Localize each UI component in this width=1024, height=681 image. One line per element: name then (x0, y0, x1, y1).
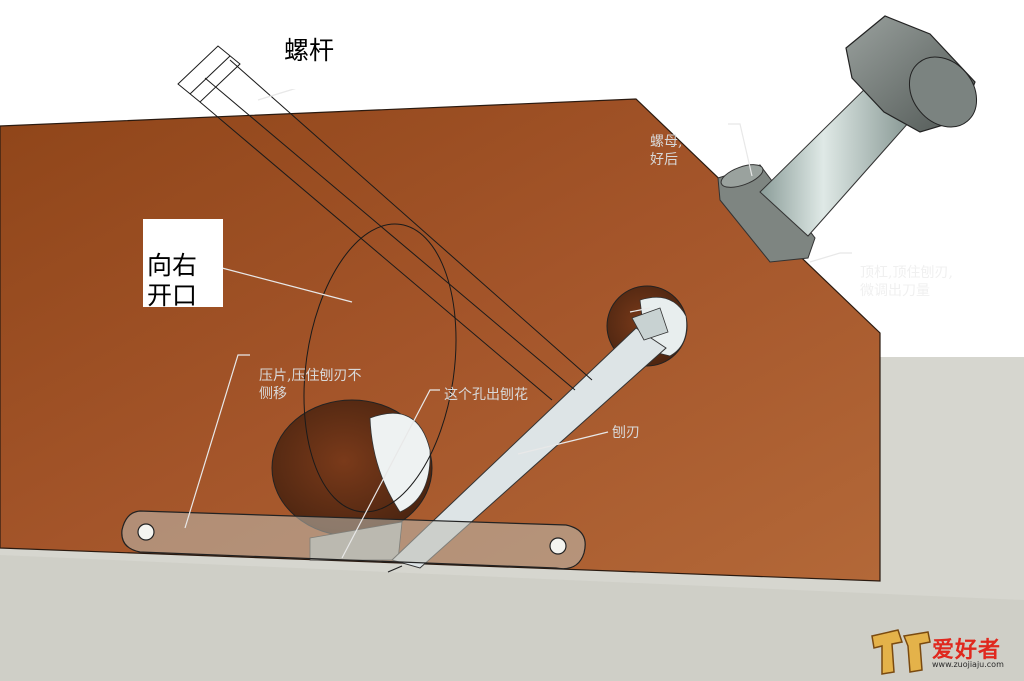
plane-blade (387, 307, 669, 573)
leader-lines (184, 83, 852, 559)
logo-site: www.zuojiaju.com (932, 660, 1004, 669)
watermark-logo: 爱好者 www.zuojiaju.com (868, 622, 1018, 676)
hole-annotation: 这个孔出刨花 (444, 387, 528, 403)
screw-rod-wireframe (177, 45, 593, 401)
logo-text: 爱好者 (932, 638, 1002, 663)
blade-annotation: 刨刃 (612, 425, 640, 441)
open-right-text: 向右 开口 (147, 251, 198, 310)
adjust-nut (717, 164, 816, 263)
logo-mark (871, 629, 931, 675)
screw-rod-text: 螺杆 (284, 36, 335, 65)
ground-shadow (0, 555, 1024, 681)
open-right-label: 向右 开口 (143, 219, 223, 310)
nut-annotation: 螺母, 好后 (650, 134, 683, 168)
press-plate-annotation: 压片,压住刨刃不 侧移 (259, 368, 362, 402)
top-bar-annotation: 顶杠,顶住刨刃, 微调出刀量 (860, 265, 953, 299)
screw-rod-label: 螺杆 (282, 29, 361, 89)
top-bar-cap (845, 15, 978, 133)
press-plate (121, 510, 586, 570)
opening-outline (303, 223, 457, 513)
